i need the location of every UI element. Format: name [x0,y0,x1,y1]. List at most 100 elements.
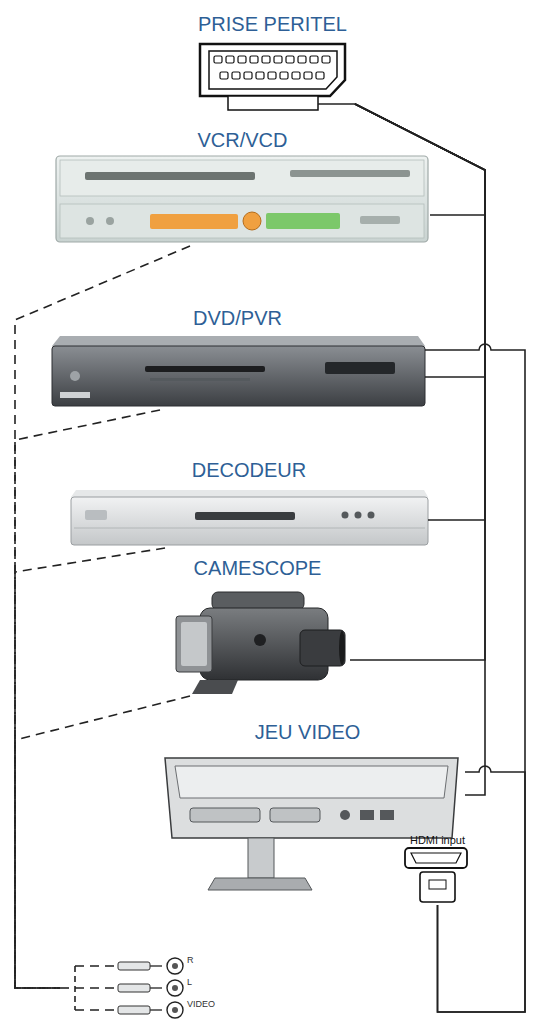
device-label: CAMESCOPE [194,556,322,580]
scart-connector [200,44,355,110]
av-cable [15,410,160,988]
rca-jacks [75,987,118,989]
rca-jacks [118,1006,150,1014]
dvd-device [145,366,265,372]
rca-jacks [150,1009,162,1010]
decoder-device [355,512,362,519]
device-label: DECODEUR [192,458,306,482]
scart-connector [322,56,330,63]
scart-connector [214,56,330,79]
hdmi-port [411,853,461,863]
vcr-device [290,170,410,177]
scart-connector [274,56,282,63]
scart-connector [268,72,276,79]
decoder-device [85,510,107,520]
rca-jacks [118,962,150,1014]
scart-connector [238,56,246,63]
scart-connector [304,72,312,79]
scart-socket: PRISE PERITEL [190,12,355,112]
vcr-device [56,156,428,242]
rca-jacks [167,958,183,974]
signal-cable [438,766,526,1012]
dvd-device [150,378,250,381]
signal-cable [355,104,485,377]
scart-connector [318,103,355,105]
jack-label: R [187,955,194,965]
device-box: CAMESCOPE [165,556,350,696]
vcr-device [360,216,400,224]
rca-jacks [118,962,150,970]
hdmi-port [405,848,467,868]
scart-connector [250,56,258,63]
scart-connector [280,72,288,79]
camcorder [181,622,207,666]
camcorder [300,630,345,666]
scart-connector [286,56,294,63]
decoder-device [71,490,428,545]
signal-cable [355,104,485,520]
hdmi-port [405,848,467,902]
decoder-device [195,512,295,520]
device-label: HDMI input [410,834,465,847]
rca-jacks [150,987,162,988]
rca-jacks [172,963,178,969]
rca-jacks [150,966,162,1010]
scart-connector [262,56,270,63]
game-console [175,766,448,798]
jack-label: L [187,977,192,987]
decoder-device [71,497,428,545]
game-console [340,810,350,820]
device-box: VCR/VCD [55,128,430,246]
vcr-device [86,217,94,225]
game-console [165,758,458,838]
vcr-device [243,212,261,230]
vcr-device [106,217,114,225]
rca-jacks [150,965,162,966]
camcorder [176,616,212,672]
game-console [360,810,374,820]
decoder-device [368,512,375,519]
vcr-device [266,213,340,229]
dvd-device [325,362,395,374]
device-box: DVD/PVR [50,306,425,410]
decoder-device [74,528,425,529]
av-cable [15,696,190,988]
device-label: VCR/VCD [197,128,287,152]
scart-connector [316,72,324,79]
scart-connector [244,72,252,79]
rca-jacks [172,963,178,1013]
vcr-device [60,160,424,196]
rca-jacks [75,1009,118,1011]
rca-jacks [167,1002,183,1018]
device-label: DVD/PVR [193,306,282,330]
camcorder [176,592,345,694]
game-console [270,808,320,822]
rca-jacks [172,985,178,991]
dvd-device [70,371,80,381]
game-console [380,810,394,820]
scart-connector [256,72,264,79]
camcorder [254,634,266,646]
device-box: JEU VIDEO [150,720,465,895]
scart-connector [292,72,300,79]
vcr-device [56,156,428,242]
device-label: PRISE PERITEL [198,12,347,36]
hdmi-input: HDMI input [390,830,485,905]
scart-connector [200,44,345,96]
camcorder [339,631,345,665]
camcorder [192,680,238,694]
scart-connector [214,56,222,63]
hdmi-port [420,872,455,902]
scart-connector [220,72,228,79]
camcorder [212,592,304,610]
scart-connector [209,51,337,89]
rca-jacks [60,987,75,989]
scart-connector [298,56,306,63]
rca-jacks [118,984,150,992]
device-label: JEU VIDEO [255,720,361,744]
dvd-device [52,336,425,406]
rca-jacks [60,958,183,1018]
game-console [165,758,458,890]
